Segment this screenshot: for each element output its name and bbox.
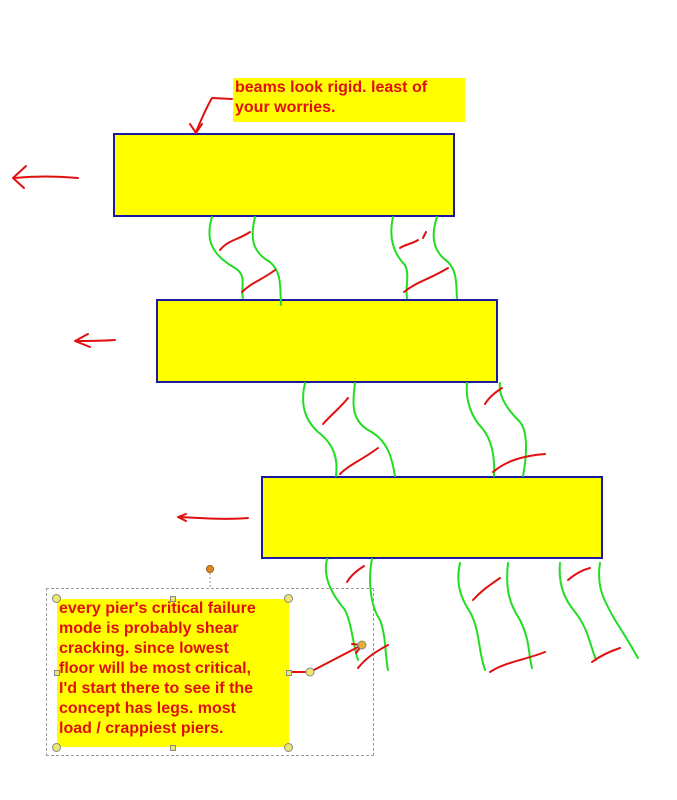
pier xyxy=(457,562,486,671)
resize-handle-se[interactable] xyxy=(284,743,293,752)
resize-handle-nw[interactable] xyxy=(52,594,61,603)
bottom-note-connector xyxy=(289,643,363,673)
crack-mark xyxy=(399,231,427,249)
crack-marks xyxy=(219,231,621,673)
pier xyxy=(390,216,409,299)
load-arrow-bottom xyxy=(177,513,249,522)
crack-mark xyxy=(489,651,546,673)
crack-mark xyxy=(241,269,276,293)
lateral-load-arrows xyxy=(12,165,249,522)
pier xyxy=(208,216,244,299)
top-annotation-note[interactable]: beams look rigid. least of your worries. xyxy=(233,78,465,122)
resize-handle-s[interactable] xyxy=(170,745,176,751)
crack-mark xyxy=(484,387,503,405)
crack-mark xyxy=(339,447,379,475)
selection-frame xyxy=(46,588,374,756)
pier xyxy=(506,562,533,669)
top-note-pointer xyxy=(189,97,233,134)
piers-upper xyxy=(208,216,458,306)
pier xyxy=(498,382,527,477)
crack-mark xyxy=(492,453,546,473)
resize-handle-sw[interactable] xyxy=(52,743,61,752)
pier xyxy=(558,562,597,661)
crack-mark xyxy=(567,567,591,581)
resize-handle-w[interactable] xyxy=(54,670,60,676)
pier xyxy=(598,562,639,659)
pier xyxy=(369,558,389,671)
load-arrow-top xyxy=(12,165,79,189)
beam-floor-top xyxy=(113,133,455,217)
crack-mark xyxy=(591,647,621,663)
pier xyxy=(251,216,282,306)
beam-floor-middle xyxy=(156,299,498,383)
bottom-annotation-note[interactable]: every pier's critical failure mode is pr… xyxy=(57,599,289,747)
crack-mark xyxy=(472,577,501,601)
pier xyxy=(465,382,496,477)
crack-mark xyxy=(219,231,251,251)
piers-middle xyxy=(302,382,527,477)
crack-mark xyxy=(403,267,449,293)
crack-mark xyxy=(357,644,389,669)
load-arrow-middle xyxy=(74,333,116,348)
pier xyxy=(302,382,338,477)
resize-handle-e[interactable] xyxy=(286,670,292,676)
crack-mark xyxy=(346,565,365,583)
crack-mark xyxy=(322,397,349,425)
beam-floor-bottom xyxy=(261,476,603,559)
pier xyxy=(352,382,396,477)
resize-handle-n[interactable] xyxy=(170,596,176,602)
pier xyxy=(432,216,458,299)
resize-handle-ne[interactable] xyxy=(284,594,293,603)
rotation-handle xyxy=(206,565,214,573)
